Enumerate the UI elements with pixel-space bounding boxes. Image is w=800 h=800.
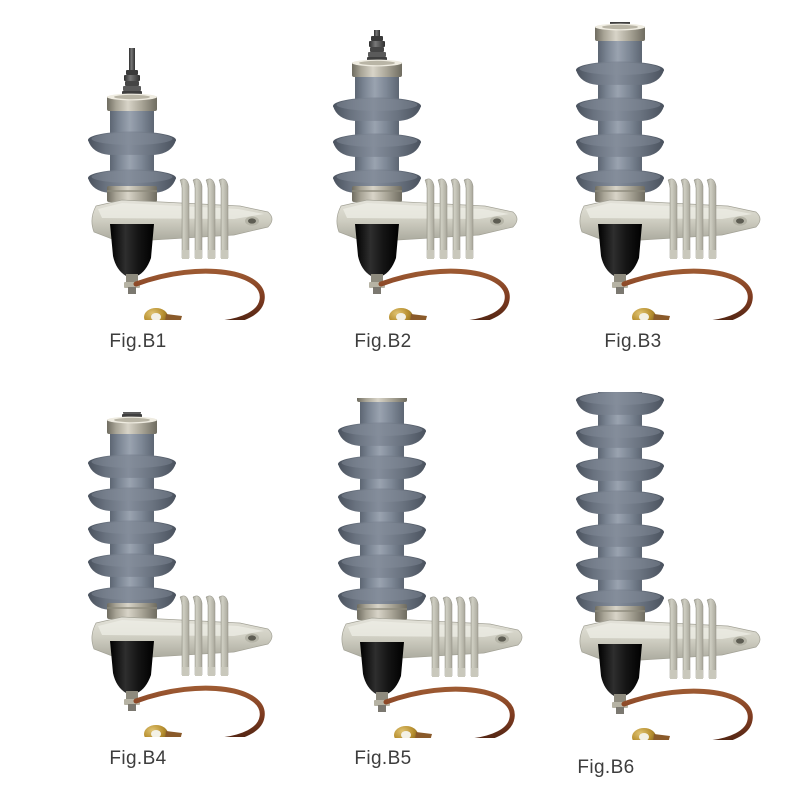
upper-metal-cap [352, 59, 402, 77]
figure-fig-b4 [60, 412, 290, 737]
disconnector-housing [110, 641, 154, 711]
upper-metal-cap [595, 23, 645, 41]
bracket-mounting-hole [733, 216, 747, 226]
upper-metal-cap [107, 93, 157, 111]
silicone-rubber-sheds [333, 97, 421, 193]
ring-terminal-lug [632, 728, 670, 740]
figure-caption: Fig.B4 [109, 748, 167, 769]
disconnector-housing [360, 642, 404, 712]
figure-caption: Fig.B1 [109, 331, 167, 352]
figure-fig-b5 [310, 398, 540, 738]
bracket-mounting-hole [490, 216, 504, 226]
silicone-rubber-sheds [576, 392, 664, 613]
lower-metal-cap [595, 606, 645, 622]
bracket-mounting-hole [733, 636, 747, 646]
bracket-cooling-fins [424, 178, 474, 259]
figure-caption: Fig.B5 [354, 748, 412, 769]
surge-arrester-illustration [88, 48, 273, 320]
bracket-cooling-fins [179, 595, 229, 676]
surge-arrester-illustration [333, 30, 518, 320]
top-terminal-bolt [367, 30, 387, 62]
bracket-cooling-fins [179, 178, 229, 259]
ring-terminal-lug [144, 725, 182, 737]
surge-arrester-illustration [576, 22, 761, 320]
silicone-rubber-sheds [88, 131, 176, 193]
surge-arrester-illustration [338, 398, 523, 738]
bracket-cooling-fins [667, 598, 717, 679]
figure-caption: Fig.B3 [604, 331, 662, 352]
figure-fig-b2 [305, 30, 535, 320]
ground-lead-wire [621, 268, 753, 320]
figure-caption: Fig.B2 [354, 331, 412, 352]
ground-lead-wire [383, 686, 515, 738]
ground-lead-wire [378, 268, 510, 320]
ground-lead-wire [133, 268, 265, 320]
lower-metal-cap [595, 186, 645, 202]
bracket-mounting-hole [245, 633, 259, 643]
lower-metal-cap [107, 603, 157, 619]
surge-arrester-illustration [88, 412, 273, 737]
lower-metal-cap [357, 604, 407, 620]
top-terminal-bolt [122, 48, 142, 96]
disconnector-housing [110, 224, 154, 294]
ring-terminal-lug [632, 308, 670, 320]
upper-metal-cap [107, 416, 157, 434]
bracket-mounting-hole [245, 216, 259, 226]
disconnector-housing [598, 224, 642, 294]
silicone-rubber-sheds [88, 454, 176, 610]
silicone-rubber-sheds [338, 422, 426, 611]
figure-fig-b3 [548, 22, 778, 320]
bracket-cooling-fins [667, 178, 717, 259]
upper-metal-cap [357, 398, 407, 402]
disconnector-housing [355, 224, 399, 294]
figure-fig-b6 [548, 392, 778, 740]
figure-fig-b1 [60, 45, 290, 320]
disconnector-housing [598, 644, 642, 714]
figure-caption: Fig.B6 [577, 757, 635, 778]
lower-metal-cap [352, 186, 402, 202]
ground-lead-wire [133, 685, 265, 737]
bracket-cooling-fins [429, 596, 479, 677]
surge-arrester-illustration [576, 392, 761, 740]
ring-terminal-lug [144, 308, 182, 320]
ring-terminal-lug [389, 308, 427, 320]
lower-metal-cap [107, 186, 157, 202]
ground-lead-wire [621, 688, 753, 740]
bracket-mounting-hole [495, 634, 509, 644]
ring-terminal-lug [394, 726, 432, 738]
